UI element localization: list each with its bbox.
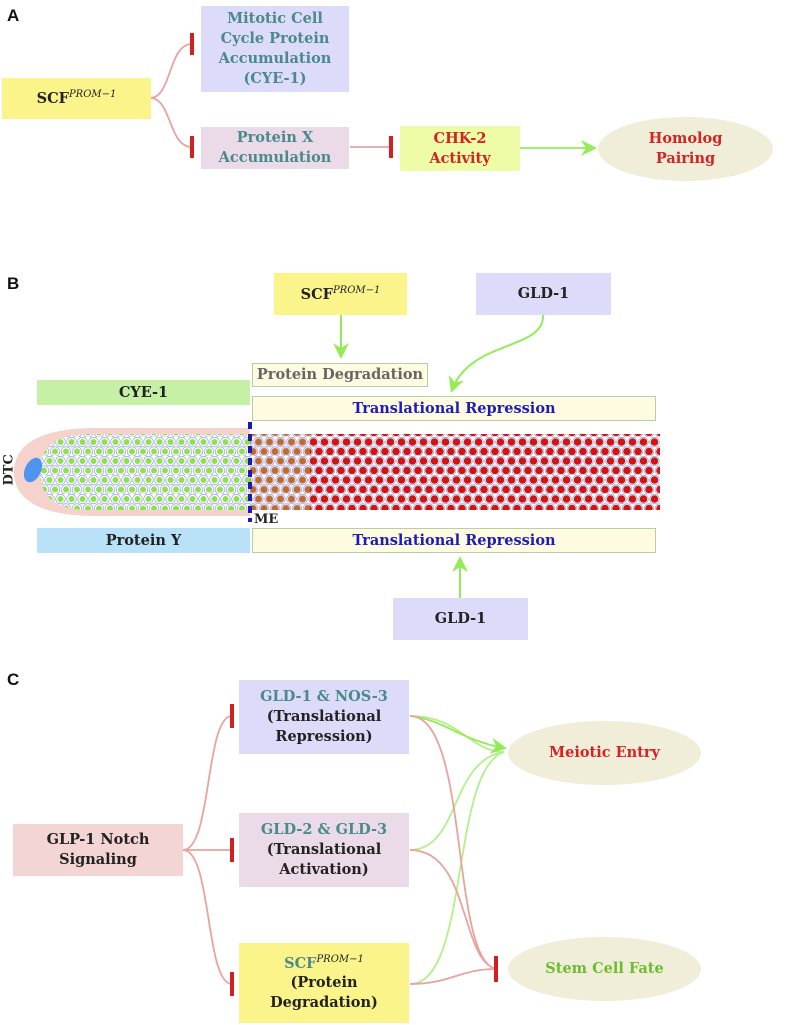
cye1-label: CYE-1 <box>118 383 169 401</box>
gld1-nos3-box: GLD-1 & NOS-3 (Translational Repression) <box>239 680 409 754</box>
gld2-gld3-box: GLD-2 & GLD-3 (Translational Activation) <box>239 813 409 887</box>
scf-superscript: PROM−1 <box>68 89 117 101</box>
scf-superscript: PROM−1 <box>316 953 364 965</box>
glp1-line-2: Signaling <box>59 851 137 868</box>
panel-b-connectors <box>333 314 545 598</box>
gld1-nos3-line-3: Repression) <box>275 728 373 745</box>
mitotic-line-3: Accumulation <box>218 50 332 67</box>
gld1-nos3-line-2: (Translational <box>266 708 382 725</box>
dtc-text: DTC <box>1 454 17 486</box>
panel-c-connectors <box>182 704 507 996</box>
scf-c-line-2: (Protein <box>290 974 358 992</box>
chk2-line-1: CHK-2 <box>433 129 487 147</box>
meiotic-entry-ellipse: Meiotic Entry <box>508 721 701 785</box>
meiotic-entry-label: Meiotic Entry <box>549 744 660 762</box>
scf-superscript: PROM−1 <box>332 284 381 296</box>
translational-repression-top-label: Translational Repression <box>352 399 556 417</box>
scf-prom1-box-b: SCFPROM−1 <box>274 273 407 315</box>
protein-x-line-1: Protein X <box>236 129 314 146</box>
scf-prom1-box-a: SCFPROM−1 <box>2 78 151 119</box>
gld1-nos3-title: GLD-1 & NOS-3 <box>260 688 388 705</box>
scf-label: SCF <box>284 954 317 972</box>
mitotic-line-1: Mitotic Cell <box>227 10 323 27</box>
panel-a-connectors <box>149 33 597 158</box>
protein-y-label: Protein Y <box>105 531 182 549</box>
gld1-top-label: GLD-1 <box>517 285 570 302</box>
homolog-line-1: Homolog <box>648 130 723 148</box>
stem-cell-fate-label: Stem Cell Fate <box>545 960 664 978</box>
gld1-top-box: GLD-1 <box>476 273 611 315</box>
panel-label-c: C <box>7 670 20 689</box>
protein-degradation-box: Protein Degradation <box>252 363 428 387</box>
panel-label-a: A <box>7 6 20 25</box>
cye1-bar: CYE-1 <box>37 380 250 405</box>
translational-repression-top-bar: Translational Repression <box>252 396 656 421</box>
mitotic-line-2: Cycle Protein <box>220 30 330 47</box>
gld2-gld3-title: GLD-2 & GLD-3 <box>260 821 388 838</box>
homolog-line-2: Pairing <box>655 150 716 167</box>
protein-y-bar: Protein Y <box>37 528 250 553</box>
gld2-gld3-line-3: Activation) <box>279 861 369 878</box>
dtc-label: DTC <box>1 454 17 486</box>
gld1-bottom-box: GLD-1 <box>393 598 528 640</box>
chk2-box: CHK-2 Activity <box>400 126 520 171</box>
panel-label-b: B <box>7 274 20 293</box>
protein-x-box: Protein X Accumulation <box>201 127 349 169</box>
gld1-bottom-label: GLD-1 <box>434 610 487 627</box>
protein-degradation-label: Protein Degradation <box>256 366 424 383</box>
scf-prom1-box-c: SCFPROM−1 (Protein Degradation) <box>239 943 409 1023</box>
scf-label: SCF <box>36 89 69 107</box>
protein-x-line-2: Accumulation <box>218 149 332 166</box>
translational-repression-bottom-bar: Translational Repression <box>252 528 656 553</box>
scf-c-line-3: Degradation) <box>270 994 378 1012</box>
glp1-notch-box: GLP-1 Notch Signaling <box>13 824 183 876</box>
mitotic-line-4: (CYE-1) <box>243 70 307 87</box>
glp1-line-1: GLP-1 Notch <box>46 831 150 848</box>
gonad-tube <box>14 422 660 522</box>
stem-cell-fate-ellipse: Stem Cell Fate <box>508 937 701 1001</box>
me-label: ME <box>254 512 278 527</box>
translational-repression-bottom-label: Translational Repression <box>352 531 556 549</box>
me-text: ME <box>254 512 279 527</box>
chk2-line-2: Activity <box>429 149 491 167</box>
homolog-pairing-ellipse: Homolog Pairing <box>598 117 773 181</box>
gld2-gld3-line-2: (Translational <box>266 841 382 858</box>
scf-label: SCF <box>300 285 333 303</box>
mitotic-protein-box: Mitotic Cell Cycle Protein Accumulation … <box>201 6 349 92</box>
